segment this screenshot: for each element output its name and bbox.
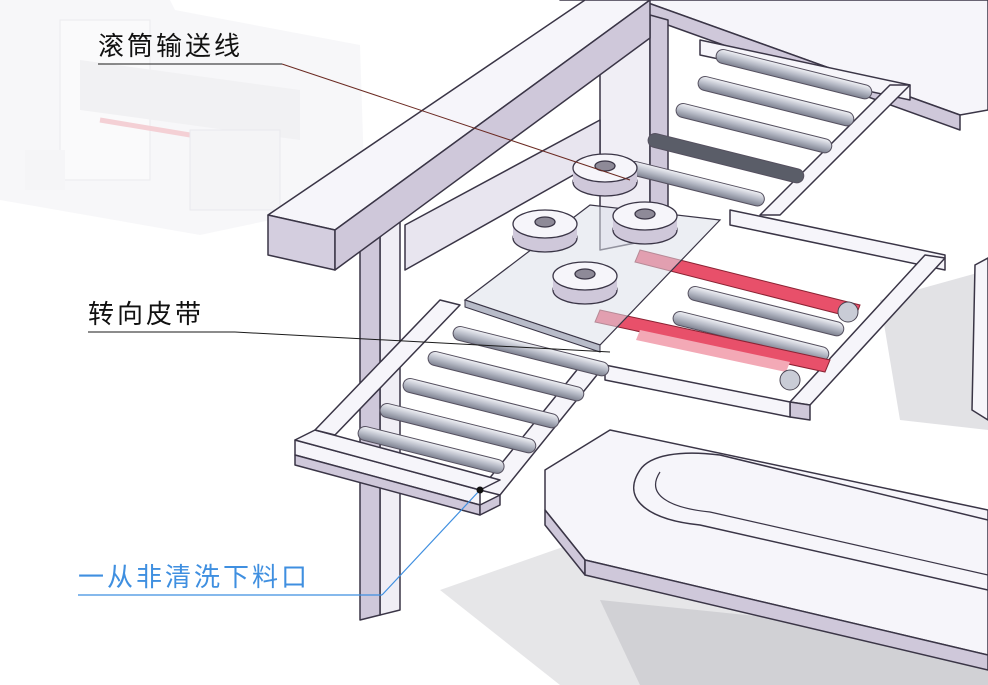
lift-wheels: [512, 153, 678, 305]
roller-set: [357, 48, 873, 474]
callout-turning-belt: 转向皮带: [88, 300, 205, 330]
callout-leaders: [78, 63, 631, 596]
callout-unload-port: 一从非清洗下料口: [78, 563, 311, 593]
background-machine: [0, 0, 365, 235]
right-column: [971, 257, 988, 421]
turning-belts: [594, 249, 861, 391]
upper-frame: [267, 0, 988, 621]
callout-roller-conveyor: 滚筒输送线: [98, 32, 244, 62]
oval-track: [544, 429, 988, 671]
